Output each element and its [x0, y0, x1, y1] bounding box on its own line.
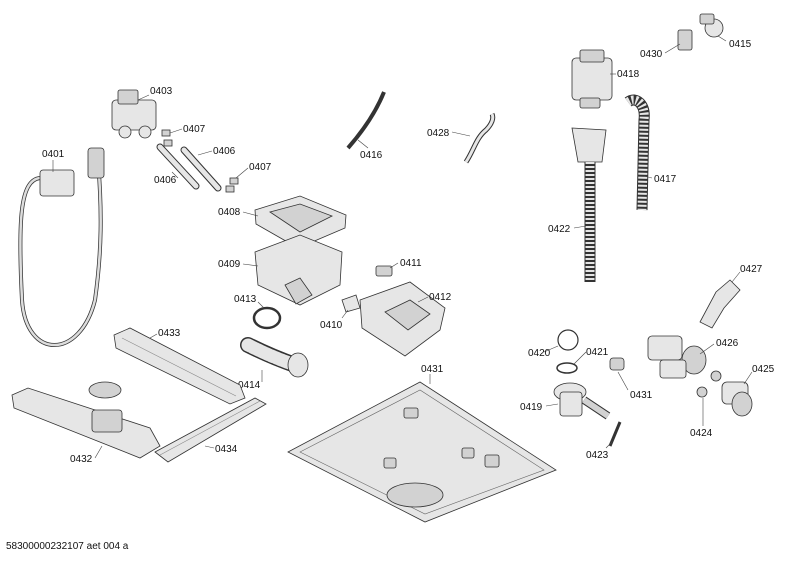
part-detergent-drawer — [254, 234, 343, 306]
label-0412: 0412 — [429, 292, 452, 303]
label-0418: 0418 — [617, 69, 640, 80]
part-pressure-switch-bracket — [677, 29, 693, 51]
label-0416: 0416 — [360, 150, 383, 161]
part-base-plate — [287, 381, 557, 523]
label-0403: 0403 — [150, 86, 173, 97]
label-0415: 0415 — [729, 39, 752, 50]
part-filter — [721, 381, 753, 417]
label-0431-plate: 0431 — [421, 364, 444, 375]
part-seal-ring — [252, 306, 282, 330]
part-bracket — [699, 279, 741, 329]
label-0422: 0422 — [548, 224, 571, 235]
label-0430: 0430 — [640, 49, 663, 60]
part-pump-housing — [571, 49, 613, 109]
label-0419: 0419 — [520, 402, 543, 413]
part-small-clip — [375, 265, 393, 277]
document-id: 58300000232107 aet 004 a — [6, 541, 129, 552]
part-inlet-hose — [18, 147, 105, 347]
part-bellows-hose — [240, 337, 309, 378]
label-0421: 0421 — [586, 347, 609, 358]
label-0431-clip: 0431 — [630, 390, 653, 401]
part-drain-pump — [647, 335, 707, 379]
part-long-hose — [624, 94, 650, 211]
label-0427: 0427 — [740, 264, 763, 275]
part-clips — [161, 129, 239, 193]
part-sump — [553, 382, 611, 420]
label-0434: 0434 — [215, 444, 238, 455]
part-hose-clip — [609, 357, 625, 371]
label-0406-bottom: 0406 — [154, 175, 177, 186]
label-0417: 0417 — [654, 174, 677, 185]
label-0423: 0423 — [586, 450, 609, 461]
part-small-hose — [346, 91, 386, 150]
part-clamp — [556, 362, 578, 374]
label-0407-top: 0407 — [183, 124, 206, 135]
label-0409: 0409 — [218, 259, 241, 270]
part-o-ring — [557, 329, 579, 351]
label-0428: 0428 — [427, 128, 450, 139]
part-pump-cover — [696, 370, 722, 398]
label-0420: 0420 — [528, 348, 551, 359]
label-0426: 0426 — [716, 338, 739, 349]
label-0424: 0424 — [690, 428, 713, 439]
part-drain-hose — [571, 127, 607, 282]
part-flap — [341, 294, 361, 313]
part-base-frame — [11, 381, 161, 459]
part-dispenser-top — [254, 195, 347, 249]
part-pressure-switch — [699, 13, 724, 38]
label-0410: 0410 — [320, 320, 343, 331]
label-0413: 0413 — [234, 294, 257, 305]
label-0411: 0411 — [400, 258, 422, 269]
label-0406-top: 0406 — [213, 146, 236, 157]
label-0407-bottom: 0407 — [249, 162, 272, 173]
part-rail-lower — [154, 397, 267, 463]
label-0433: 0433 — [158, 328, 181, 339]
part-rail-upper — [113, 327, 246, 405]
part-tubes — [156, 143, 222, 192]
part-inlet-valve — [111, 89, 157, 139]
label-0401: 0401 — [42, 149, 65, 160]
label-0414: 0414 — [238, 380, 261, 391]
label-0425: 0425 — [752, 364, 775, 375]
label-0408: 0408 — [218, 207, 241, 218]
label-0432: 0432 — [70, 454, 93, 465]
part-dispenser-housing — [359, 281, 446, 357]
